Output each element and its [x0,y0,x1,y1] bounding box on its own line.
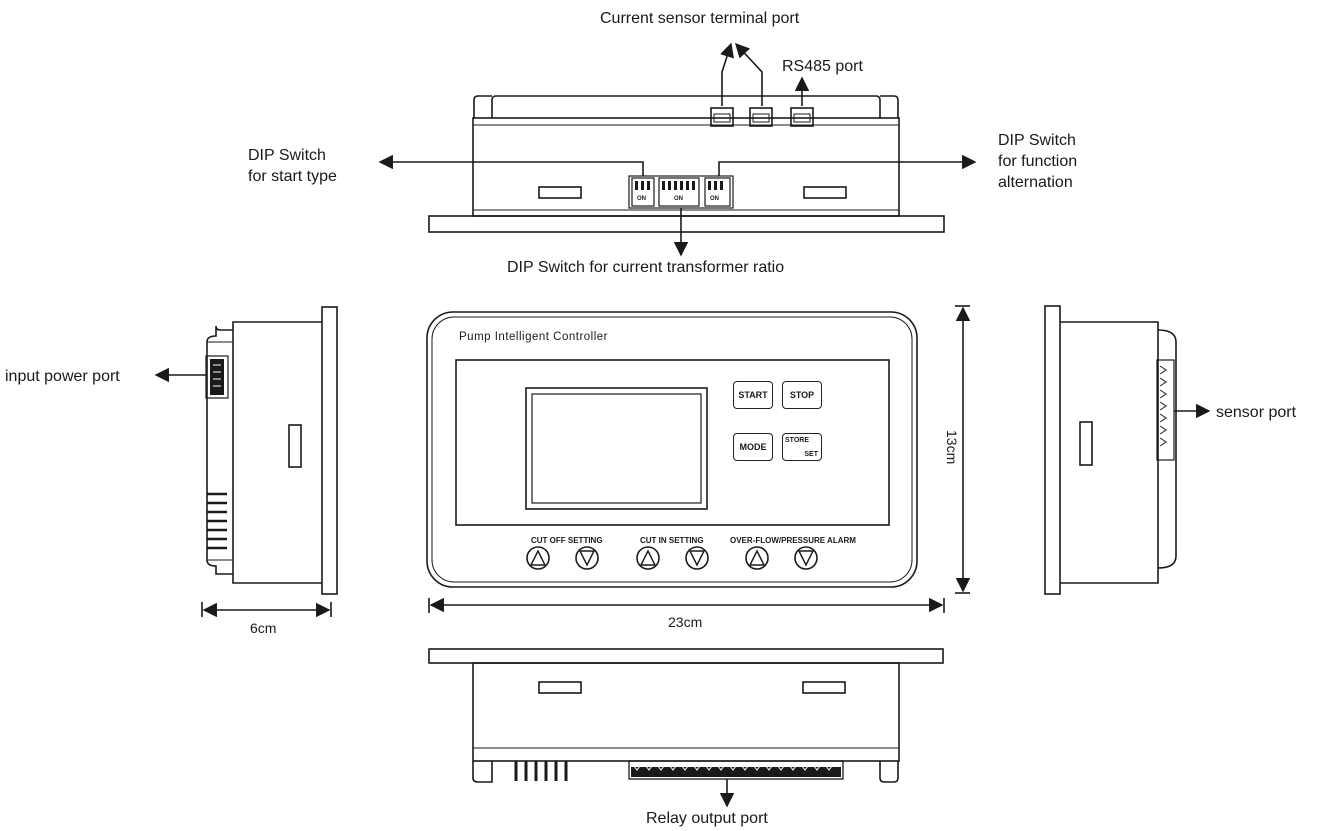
label-current-sensor-terminal-port: Current sensor terminal port [600,10,800,27]
label-sensor-port: sensor port [1216,404,1297,421]
label-dip-ct-ratio: DIP Switch for current transformer ratio [507,259,785,276]
mode-button[interactable]: MODE [733,433,773,461]
dimension-height: 13cm [944,430,960,465]
right-side-view [1044,305,1177,595]
front-view [426,311,918,588]
dip-on-mark-1: ON [637,196,646,202]
label-dip-start-type-line1: DIP Switch [248,147,326,164]
dimension-depth: 6cm [250,620,277,636]
label-dip-function-line1: DIP Switch [998,132,1076,149]
dip-switch-block [628,175,734,209]
cut-off-setting-label: CUT OFF SETTING [531,536,603,545]
setting-arrows [526,546,818,570]
dimension-width: 23cm [668,614,703,630]
label-dip-function: DIP Switch for function alternation [998,130,1077,193]
cut-off-up-button[interactable] [527,547,549,569]
current-sensor-terminal-1 [710,107,734,127]
label-relay-output-port: Relay output port [646,810,768,827]
top-view [428,95,945,233]
current-sensor-terminal-2 [749,107,773,127]
cut-off-down-button[interactable] [576,547,598,569]
cut-in-down-button[interactable] [686,547,708,569]
start-button[interactable]: START [733,381,773,409]
cut-in-up-button[interactable] [637,547,659,569]
controller-title: Pump Intelligent Controller [459,331,609,343]
store-set-button[interactable]: STORE SET [782,433,822,461]
label-dip-function-line2: for function [998,153,1078,170]
alarm-up-button[interactable] [746,547,768,569]
stop-button[interactable]: STOP [782,381,822,409]
dip-on-mark-2: ON [674,196,683,202]
label-dip-start-type: DIP Switch for start type [248,145,337,187]
alarm-down-button[interactable] [795,547,817,569]
label-input-power-port: input power port [5,368,120,385]
cut-in-setting-label: CUT IN SETTING [640,536,704,545]
store-label: STORE [785,437,809,444]
label-dip-start-type-line2: for start type [248,168,337,185]
label-rs485-port: RS485 port [782,58,863,75]
left-side-view [205,306,338,595]
set-label: SET [804,451,818,458]
alarm-setting-label: OVER-FLOW/PRESSURE ALARM [730,536,856,545]
bottom-view [428,648,944,783]
dip-on-mark-3: ON [710,196,719,202]
label-dip-function-line3: alternation [998,174,1073,191]
rs485-terminal [790,107,814,127]
